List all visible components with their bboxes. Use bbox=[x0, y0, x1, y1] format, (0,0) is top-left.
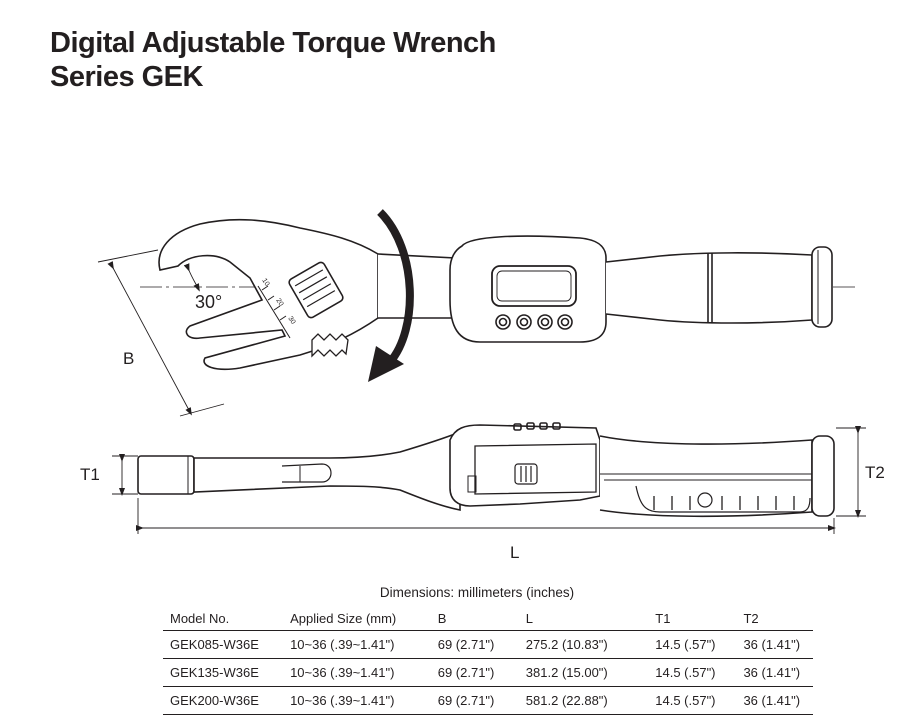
shaft-head bbox=[137, 455, 195, 495]
page-title: Digital Adjustable Torque Wrench Series … bbox=[50, 26, 496, 94]
cell-t1: 14.5 (.57") bbox=[655, 637, 716, 652]
grip-ribs bbox=[653, 496, 795, 510]
dim-t1-label: T1 bbox=[80, 465, 100, 484]
cell-b: 69 (2.71") bbox=[437, 637, 495, 652]
header-applied-size: Applied Size (mm) bbox=[283, 606, 431, 631]
dim-b-label: B bbox=[123, 349, 134, 368]
lcd-screen bbox=[491, 265, 577, 307]
grip-cap-side bbox=[811, 435, 835, 517]
cell-t2: 36 (1.41") bbox=[743, 665, 801, 680]
scale-label-20: 20 bbox=[274, 297, 284, 307]
cell-b: 69 (2.71") bbox=[437, 665, 495, 680]
worm-gear-teeth bbox=[294, 269, 336, 308]
dim-t2-label: T2 bbox=[865, 463, 885, 482]
table-caption: Dimensions: millimeters (inches) bbox=[379, 585, 575, 600]
shaft bbox=[193, 430, 461, 511]
header-t2: T2 bbox=[736, 606, 813, 631]
title-line-2: Series GEK bbox=[50, 61, 203, 93]
button-3 bbox=[537, 314, 553, 330]
rotation-arrow bbox=[368, 209, 414, 382]
cell-t1: 14.5 (.57") bbox=[655, 665, 716, 680]
cell-t1: 14.5 (.57") bbox=[655, 693, 716, 708]
rack-teeth bbox=[311, 333, 349, 358]
battery-cap bbox=[514, 463, 538, 485]
table-header-row: Model No. Applied Size (mm) B L T1 T2 bbox=[163, 606, 813, 631]
body-housing bbox=[449, 424, 601, 507]
grip-cap bbox=[811, 246, 833, 328]
cell-applied-size: 10~36 (.39~1.41") bbox=[290, 637, 395, 652]
wrench-drawing: 30° B T1 T2 L 10 20 30 bbox=[80, 209, 885, 562]
button-2 bbox=[516, 314, 532, 330]
neck bbox=[377, 253, 456, 319]
button-1 bbox=[495, 314, 511, 330]
cell-t2: 36 (1.41") bbox=[743, 637, 801, 652]
cell-b: 69 (2.71") bbox=[437, 693, 495, 708]
cell-l: 275.2 (10.83") bbox=[525, 637, 608, 652]
handle bbox=[605, 252, 813, 324]
button-4 bbox=[557, 314, 573, 330]
scale-label-30: 30 bbox=[286, 315, 296, 325]
cell-model: GEK135-W36E bbox=[170, 665, 259, 680]
header-model-no: Model No. bbox=[163, 606, 284, 631]
cell-t2: 36 (1.41") bbox=[743, 693, 801, 708]
cell-l: 581.2 (22.88") bbox=[525, 693, 608, 708]
title-line-1: Digital Adjustable Torque Wrench bbox=[50, 27, 496, 59]
cell-applied-size: 10~36 (.39~1.41") bbox=[290, 665, 395, 680]
angle-label: 30° bbox=[195, 292, 222, 312]
table-row: GEK085-W36E 10~36 (.39~1.41") 69 (2.71")… bbox=[163, 631, 813, 659]
cell-l: 381.2 (15.00") bbox=[525, 665, 608, 680]
dim-l-label: L bbox=[510, 543, 519, 562]
wrench-top-view bbox=[97, 218, 855, 417]
handle-side bbox=[599, 435, 813, 518]
jaw-scale bbox=[257, 285, 291, 339]
wrench-side-view bbox=[112, 422, 866, 534]
worm-gear bbox=[288, 261, 344, 319]
header-l: L bbox=[518, 606, 649, 631]
cell-applied-size: 10~36 (.39~1.41") bbox=[290, 693, 395, 708]
table-row: GEK200-W36E 10~36 (.39~1.41") 69 (2.71")… bbox=[163, 687, 813, 715]
header-t1: T1 bbox=[648, 606, 737, 631]
header-b: B bbox=[430, 606, 519, 631]
cell-model: GEK200-W36E bbox=[170, 693, 259, 708]
table-row: GEK135-W36E 10~36 (.39~1.41") 69 (2.71")… bbox=[163, 659, 813, 687]
cell-model: GEK085-W36E bbox=[170, 637, 259, 652]
scale-label-10: 10 bbox=[260, 277, 270, 287]
dimensions-table: Model No. Applied Size (mm) B L T1 T2 GE… bbox=[163, 606, 813, 715]
